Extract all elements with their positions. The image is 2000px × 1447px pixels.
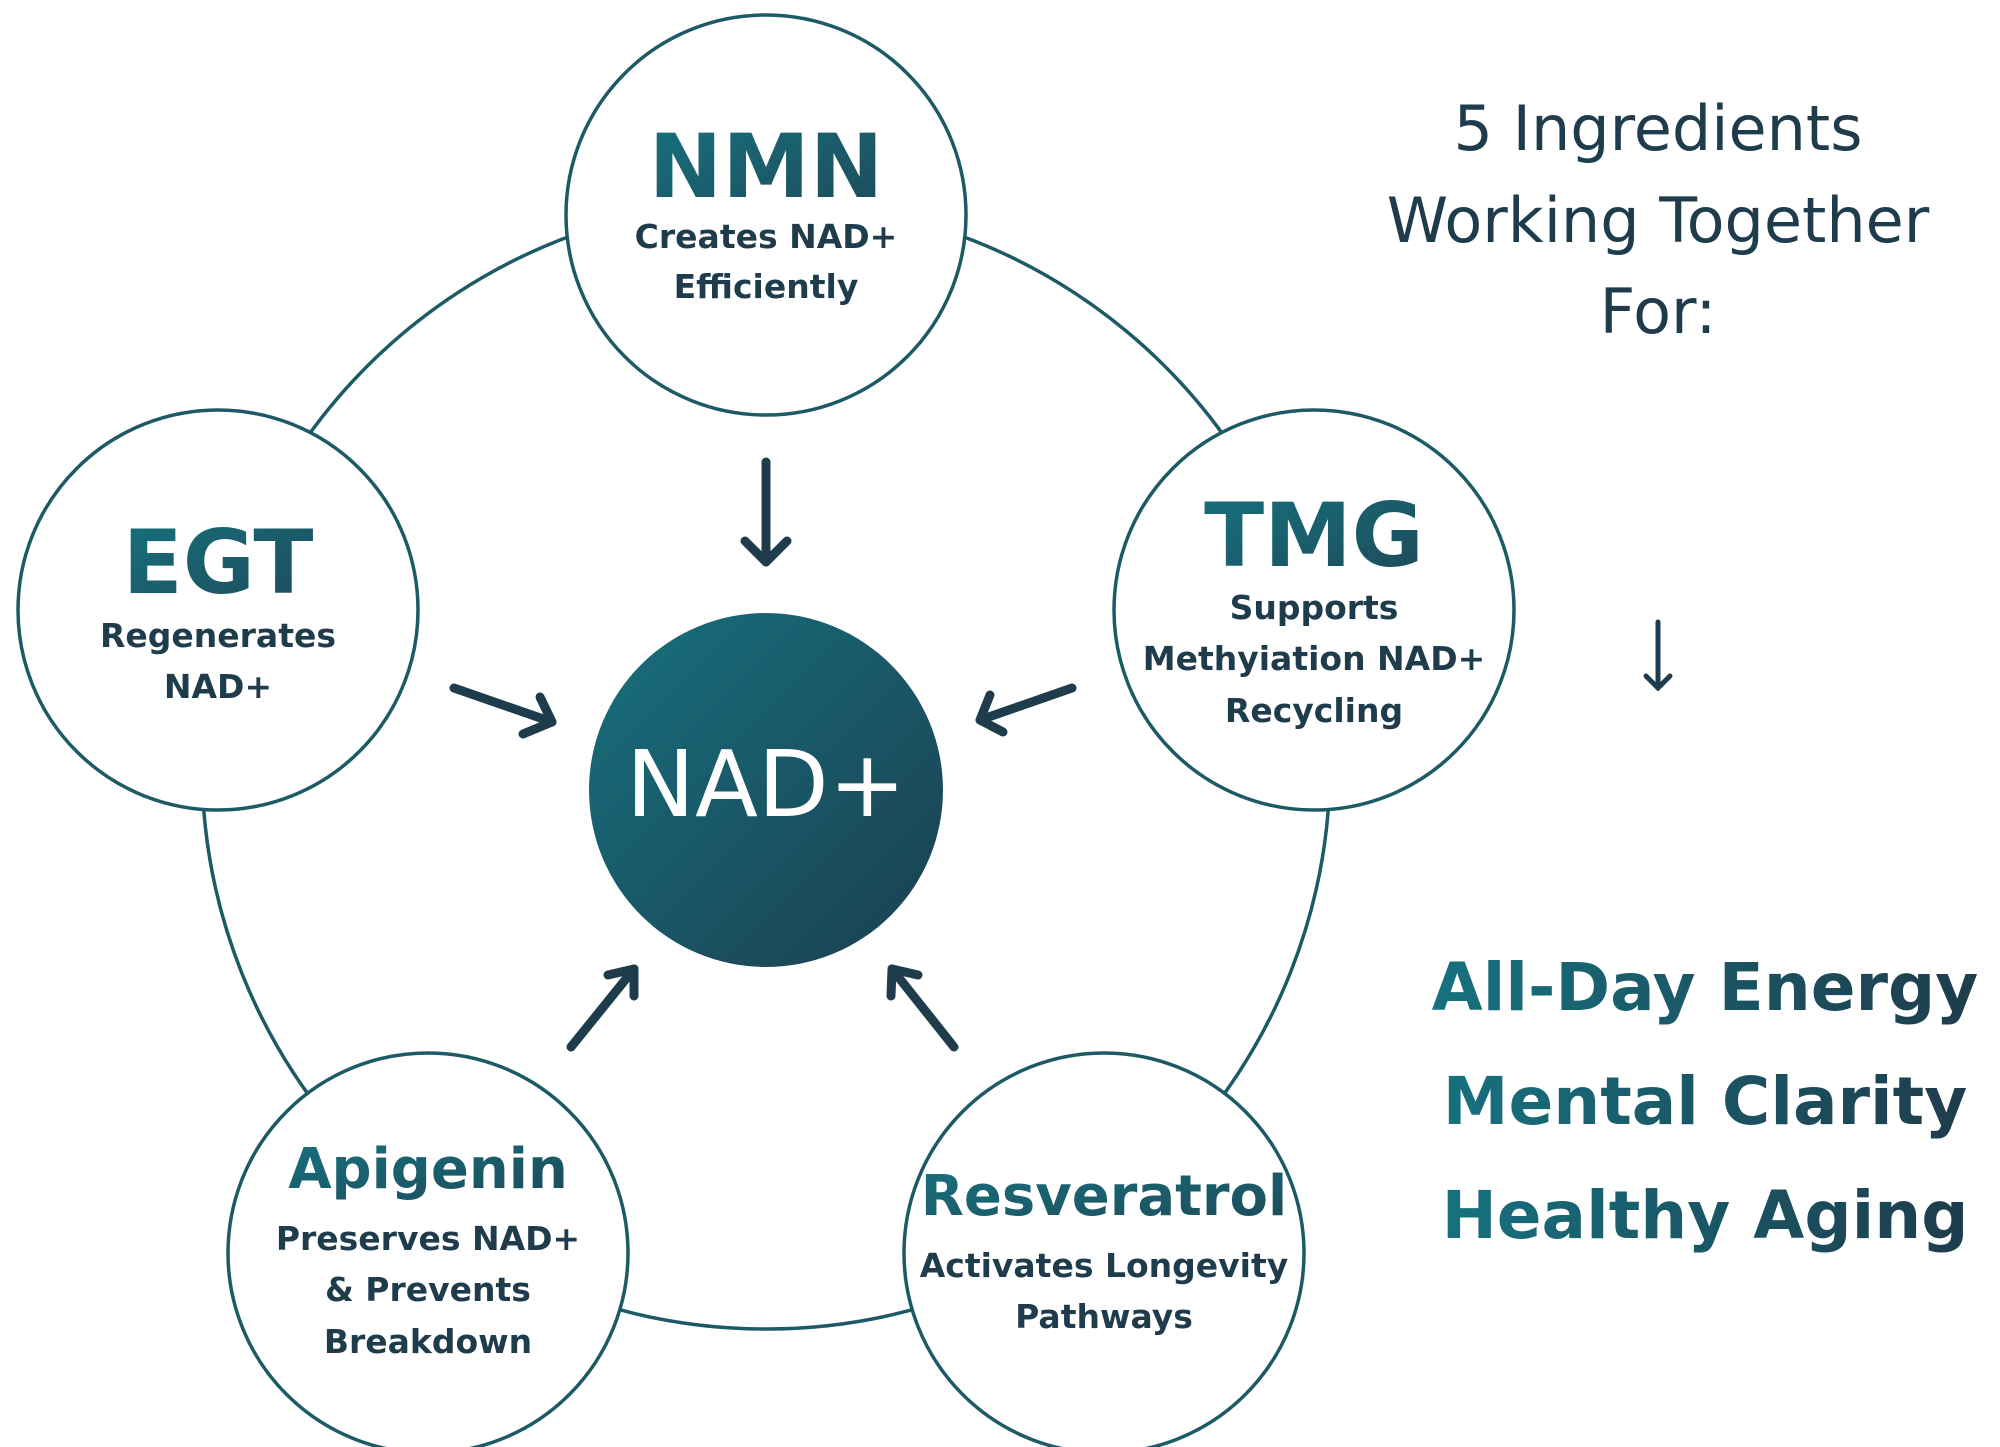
center-label: NAD+ bbox=[626, 731, 906, 838]
ingredient-desc-line: Activates Longevity bbox=[920, 1246, 1289, 1285]
benefit-item: Healthy Aging bbox=[1442, 1177, 1969, 1254]
node-circle bbox=[226, 1051, 630, 1447]
ingredient-desc-line: Efficiently bbox=[674, 267, 859, 306]
arrow-apigenin-to-center bbox=[566, 964, 639, 1052]
ingredient-node-nmn: NMN Creates NAD+ Efficiently bbox=[564, 13, 968, 417]
arrow-resveratrol-to-center bbox=[886, 964, 959, 1052]
node-circle bbox=[1112, 408, 1516, 812]
ingredient-desc-line: Supports bbox=[1230, 588, 1399, 627]
benefit-item: Mental Clarity bbox=[1443, 1063, 1967, 1140]
ingredient-desc-line: & Prevents bbox=[325, 1270, 531, 1309]
benefits-list: All-Day Energy Mental Clarity Healthy Ag… bbox=[1432, 949, 1979, 1254]
ingredient-desc-line: Preserves NAD+ bbox=[276, 1219, 580, 1258]
center-node: NAD+ bbox=[589, 613, 943, 967]
ingredient-node-resveratrol: Resveratrol Activates Longevity Pathways bbox=[902, 1051, 1306, 1447]
headline-line: 5 Ingredients bbox=[1454, 92, 1863, 165]
ingredient-desc-line: Creates NAD+ bbox=[635, 217, 898, 256]
headline: 5 Ingredients Working Together For: bbox=[1387, 92, 1930, 348]
ingredient-desc-line: Regenerates bbox=[100, 616, 336, 655]
arrow-tmg-to-center bbox=[975, 683, 1077, 737]
ingredient-desc-line: Methyiation NAD+ bbox=[1143, 639, 1486, 678]
ingredient-node-tmg: TMG Supports Methyiation NAD+ Recycling bbox=[1112, 408, 1516, 812]
ingredient-title: NMN bbox=[649, 115, 884, 218]
node-circle bbox=[564, 13, 968, 417]
headline-line: Working Together bbox=[1387, 184, 1930, 257]
ingredient-desc-line: Recycling bbox=[1225, 691, 1403, 730]
headline-line: For: bbox=[1600, 275, 1717, 348]
ingredient-title: TMG bbox=[1204, 484, 1424, 587]
benefit-item: All-Day Energy bbox=[1432, 949, 1979, 1026]
node-circle bbox=[16, 408, 420, 812]
center-circle bbox=[589, 613, 943, 967]
ingredient-desc-line: NAD+ bbox=[164, 667, 272, 706]
arrow-egt-to-center bbox=[449, 683, 557, 739]
ingredient-title: Resveratrol bbox=[921, 1164, 1287, 1229]
ingredient-desc-line: Breakdown bbox=[324, 1322, 532, 1361]
ingredient-title: Apigenin bbox=[288, 1137, 568, 1202]
ingredient-desc-line: Pathways bbox=[1015, 1297, 1193, 1336]
ingredient-node-egt: EGT Regenerates NAD+ bbox=[16, 408, 420, 812]
ingredient-title: EGT bbox=[123, 511, 314, 614]
ingredient-node-apigenin: Apigenin Preserves NAD+ & Prevents Break… bbox=[226, 1051, 630, 1447]
node-circle bbox=[902, 1051, 1306, 1447]
arrow-nmn-to-center bbox=[740, 457, 792, 567]
down-arrow bbox=[1643, 619, 1673, 692]
